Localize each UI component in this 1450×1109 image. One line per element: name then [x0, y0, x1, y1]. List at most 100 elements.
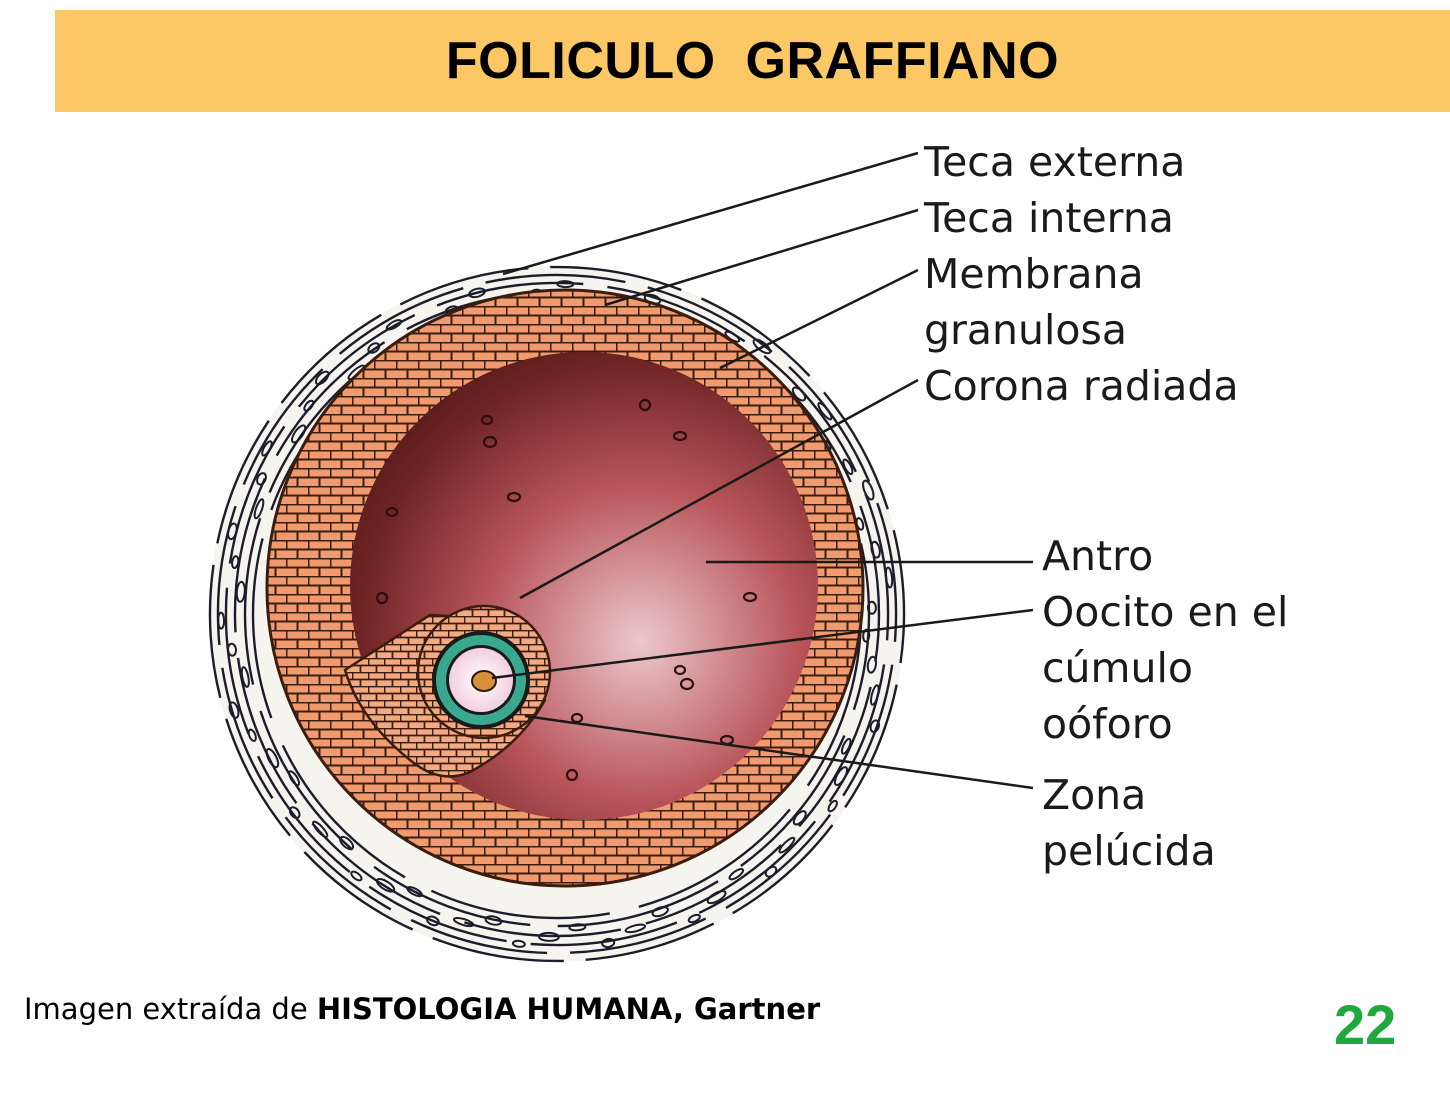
theca-ring-stroke: [259, 710, 354, 851]
theca-cell: [869, 684, 880, 706]
theca-cell: [862, 479, 875, 501]
theca-ring-stroke: [464, 921, 622, 938]
antrum-particle: [480, 414, 494, 426]
theca-cell: [840, 737, 852, 755]
caption-prefix: Imagen extraída de: [24, 992, 317, 1026]
label-oocito: Oocito en el: [1042, 588, 1289, 636]
theca-ring-stroke: [700, 297, 811, 377]
theca-ring-stroke: [208, 564, 222, 699]
theca-cell: [568, 923, 587, 932]
theca-ring-stroke: [892, 529, 906, 664]
theca-ring-stroke: [242, 368, 324, 486]
theca-ring-stroke: [338, 287, 464, 355]
theca-cell: [231, 555, 240, 570]
oocyte: [432, 631, 530, 729]
theca-ring-stroke: [373, 865, 531, 927]
image-caption: Imagen extraída de HISTOLOGIA HUMANA, Ga…: [24, 992, 820, 1026]
theca-ring-stroke: [788, 366, 871, 483]
theca-cell: [247, 728, 257, 742]
theca-cell: [842, 458, 854, 476]
caption-source: HISTOLOGIA HUMANA, Gartner: [316, 992, 821, 1026]
theca-ring-stroke: [698, 820, 817, 914]
theca-ring-stroke: [233, 477, 266, 633]
theca-cell: [265, 747, 280, 769]
antrum-particle: [482, 435, 498, 449]
theca-ring-stroke: [432, 936, 564, 963]
theca-ring-stroke: [224, 587, 250, 735]
theca-ring-stroke: [844, 684, 898, 808]
label-granulosa: granulosa: [924, 306, 1127, 354]
theca-cell: [235, 580, 246, 603]
theca-cell: [764, 865, 778, 878]
theca-cell: [778, 836, 796, 854]
theca-cell: [261, 440, 273, 457]
theca-ring-stroke: [647, 286, 773, 353]
theca-cell: [511, 939, 526, 948]
leader-lines: [491, 151, 1034, 790]
antrum-particle: [506, 491, 522, 503]
theca-ring-stroke: [410, 918, 548, 955]
theca-cell: [651, 906, 669, 918]
theca-cell: [253, 498, 265, 520]
theca-cell: [288, 806, 301, 819]
theca-cell: [228, 701, 240, 719]
antrum-particle: [565, 768, 579, 782]
theca-cell: [706, 890, 727, 905]
label-teca-interna: Teca interna: [924, 194, 1174, 242]
theca-ring-stroke: [569, 917, 707, 954]
theca-ring-stroke: [436, 281, 584, 307]
theca-ring-stroke: [251, 538, 273, 719]
theca-ring-stroke: [828, 664, 886, 803]
theca-ring-stroke: [216, 420, 270, 544]
theca-cell: [217, 611, 226, 630]
theca-cell: [556, 280, 575, 289]
theca-cell: [375, 877, 396, 893]
theca-ring-stroke: [430, 889, 611, 920]
theca-cell: [866, 600, 877, 615]
theca-ring-stroke: [740, 735, 846, 867]
label-membrana: Membrana: [924, 250, 1144, 298]
theca-ring-stroke: [225, 718, 291, 837]
title-bar: FOLICULO GRAFFIANO: [55, 10, 1450, 112]
theca-cell: [367, 342, 381, 354]
theca-cell: [484, 915, 503, 926]
theca-ring-stroke: [275, 341, 386, 457]
theca-cell: [303, 399, 315, 412]
theca-cell: [256, 472, 267, 486]
antrum-particle: [679, 677, 695, 691]
label-ooforo: oóforo: [1042, 700, 1173, 748]
antrum-particle: [638, 398, 652, 412]
theca-cell: [687, 913, 701, 924]
label-pelucida: pelúcida: [1042, 827, 1216, 875]
theca-ring-stroke: [228, 425, 286, 564]
antrum-particle: [385, 506, 399, 518]
antrum-particle: [742, 591, 758, 603]
theca-cell: [866, 655, 878, 674]
theca-cell: [452, 917, 475, 928]
theca-ring-stroke: [368, 885, 507, 943]
label-corona-radiada: Corona radiada: [924, 362, 1239, 410]
theca-cell: [792, 810, 807, 826]
theca-cell: [339, 835, 355, 851]
theca-cell: [312, 820, 329, 838]
theca-ring-stroke: [257, 755, 351, 874]
label-cumulo: cúmulo: [1042, 644, 1193, 692]
theca-cell: [870, 540, 881, 559]
theca-ring-stroke: [281, 744, 406, 879]
theca-ring-stroke: [763, 354, 857, 473]
theca-cell: [314, 370, 330, 386]
theca-cell: [350, 870, 363, 882]
theca-ring-stroke: [284, 816, 392, 911]
theca-ring-stroke: [485, 273, 626, 284]
theca-ring-stroke: [859, 505, 881, 662]
theca-ring-stroke: [243, 517, 262, 685]
theca-ring-stroke: [216, 505, 237, 646]
theca-ring-stroke: [823, 391, 889, 510]
antrum-particle: [375, 591, 389, 605]
theca-ring-stroke: [864, 493, 890, 641]
theca-ring-stroke: [638, 808, 791, 908]
theca-cell: [827, 799, 838, 813]
label-zona: Zona: [1042, 771, 1147, 819]
theca-cell: [291, 424, 307, 444]
